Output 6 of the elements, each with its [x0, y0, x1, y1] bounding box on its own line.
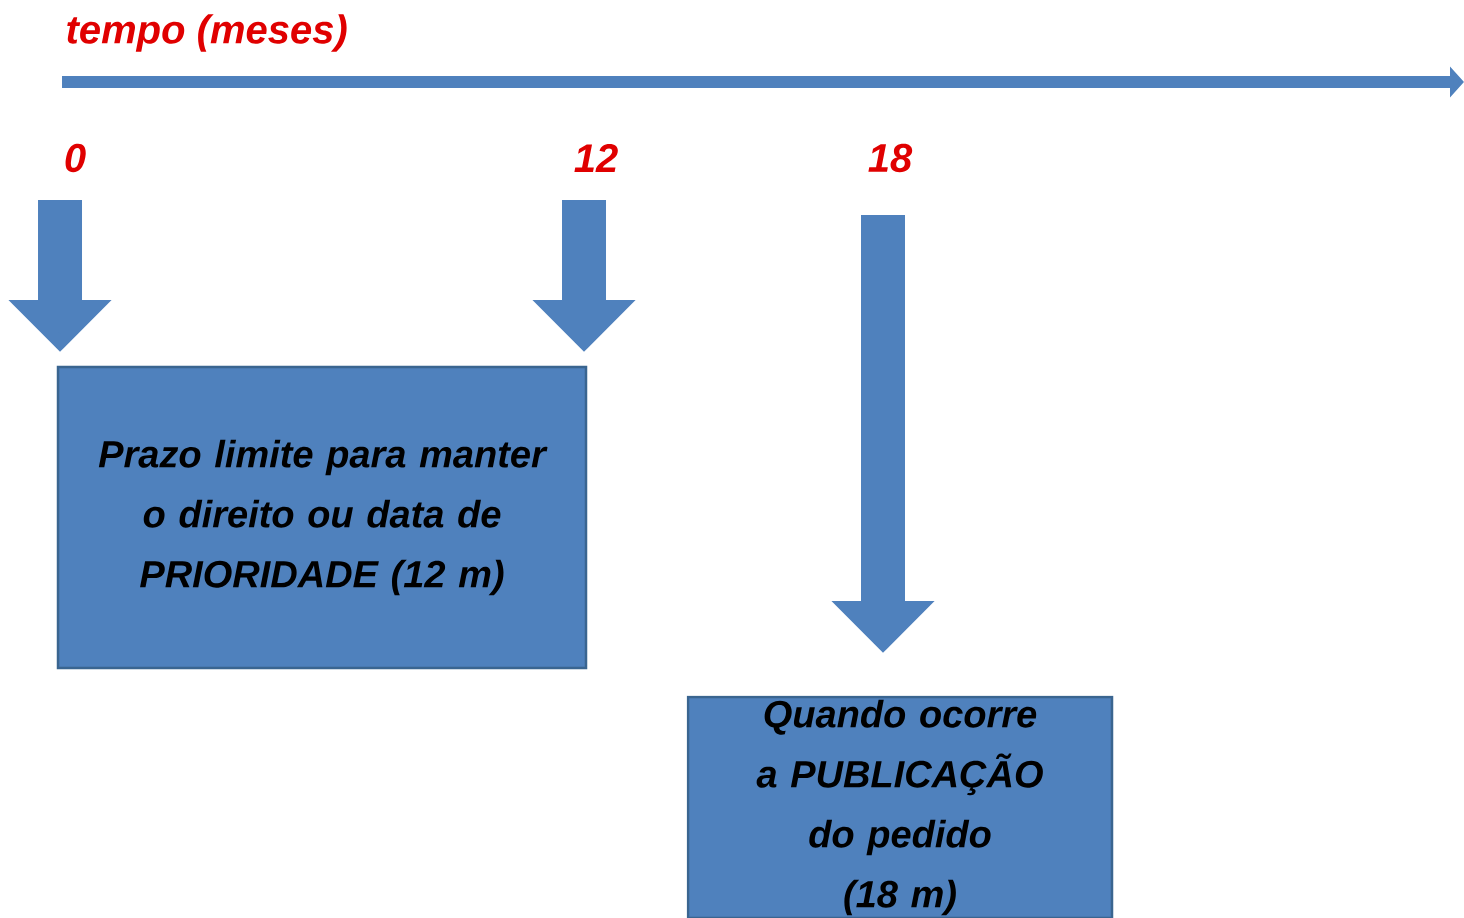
text-box: Quando ocorre a PUBLICAÇÃO do pedido (18 m)	[686, 695, 1114, 918]
tick-label: 12	[574, 144, 618, 172]
text-box: Prazo limite para manter o direito ou data de PRIORIDADE (12 m)	[56, 365, 588, 670]
tick-label: 0	[65, 143, 86, 173]
tick-label: 18	[868, 143, 913, 173]
axis-label: tempo (meses)	[67, 14, 347, 52]
